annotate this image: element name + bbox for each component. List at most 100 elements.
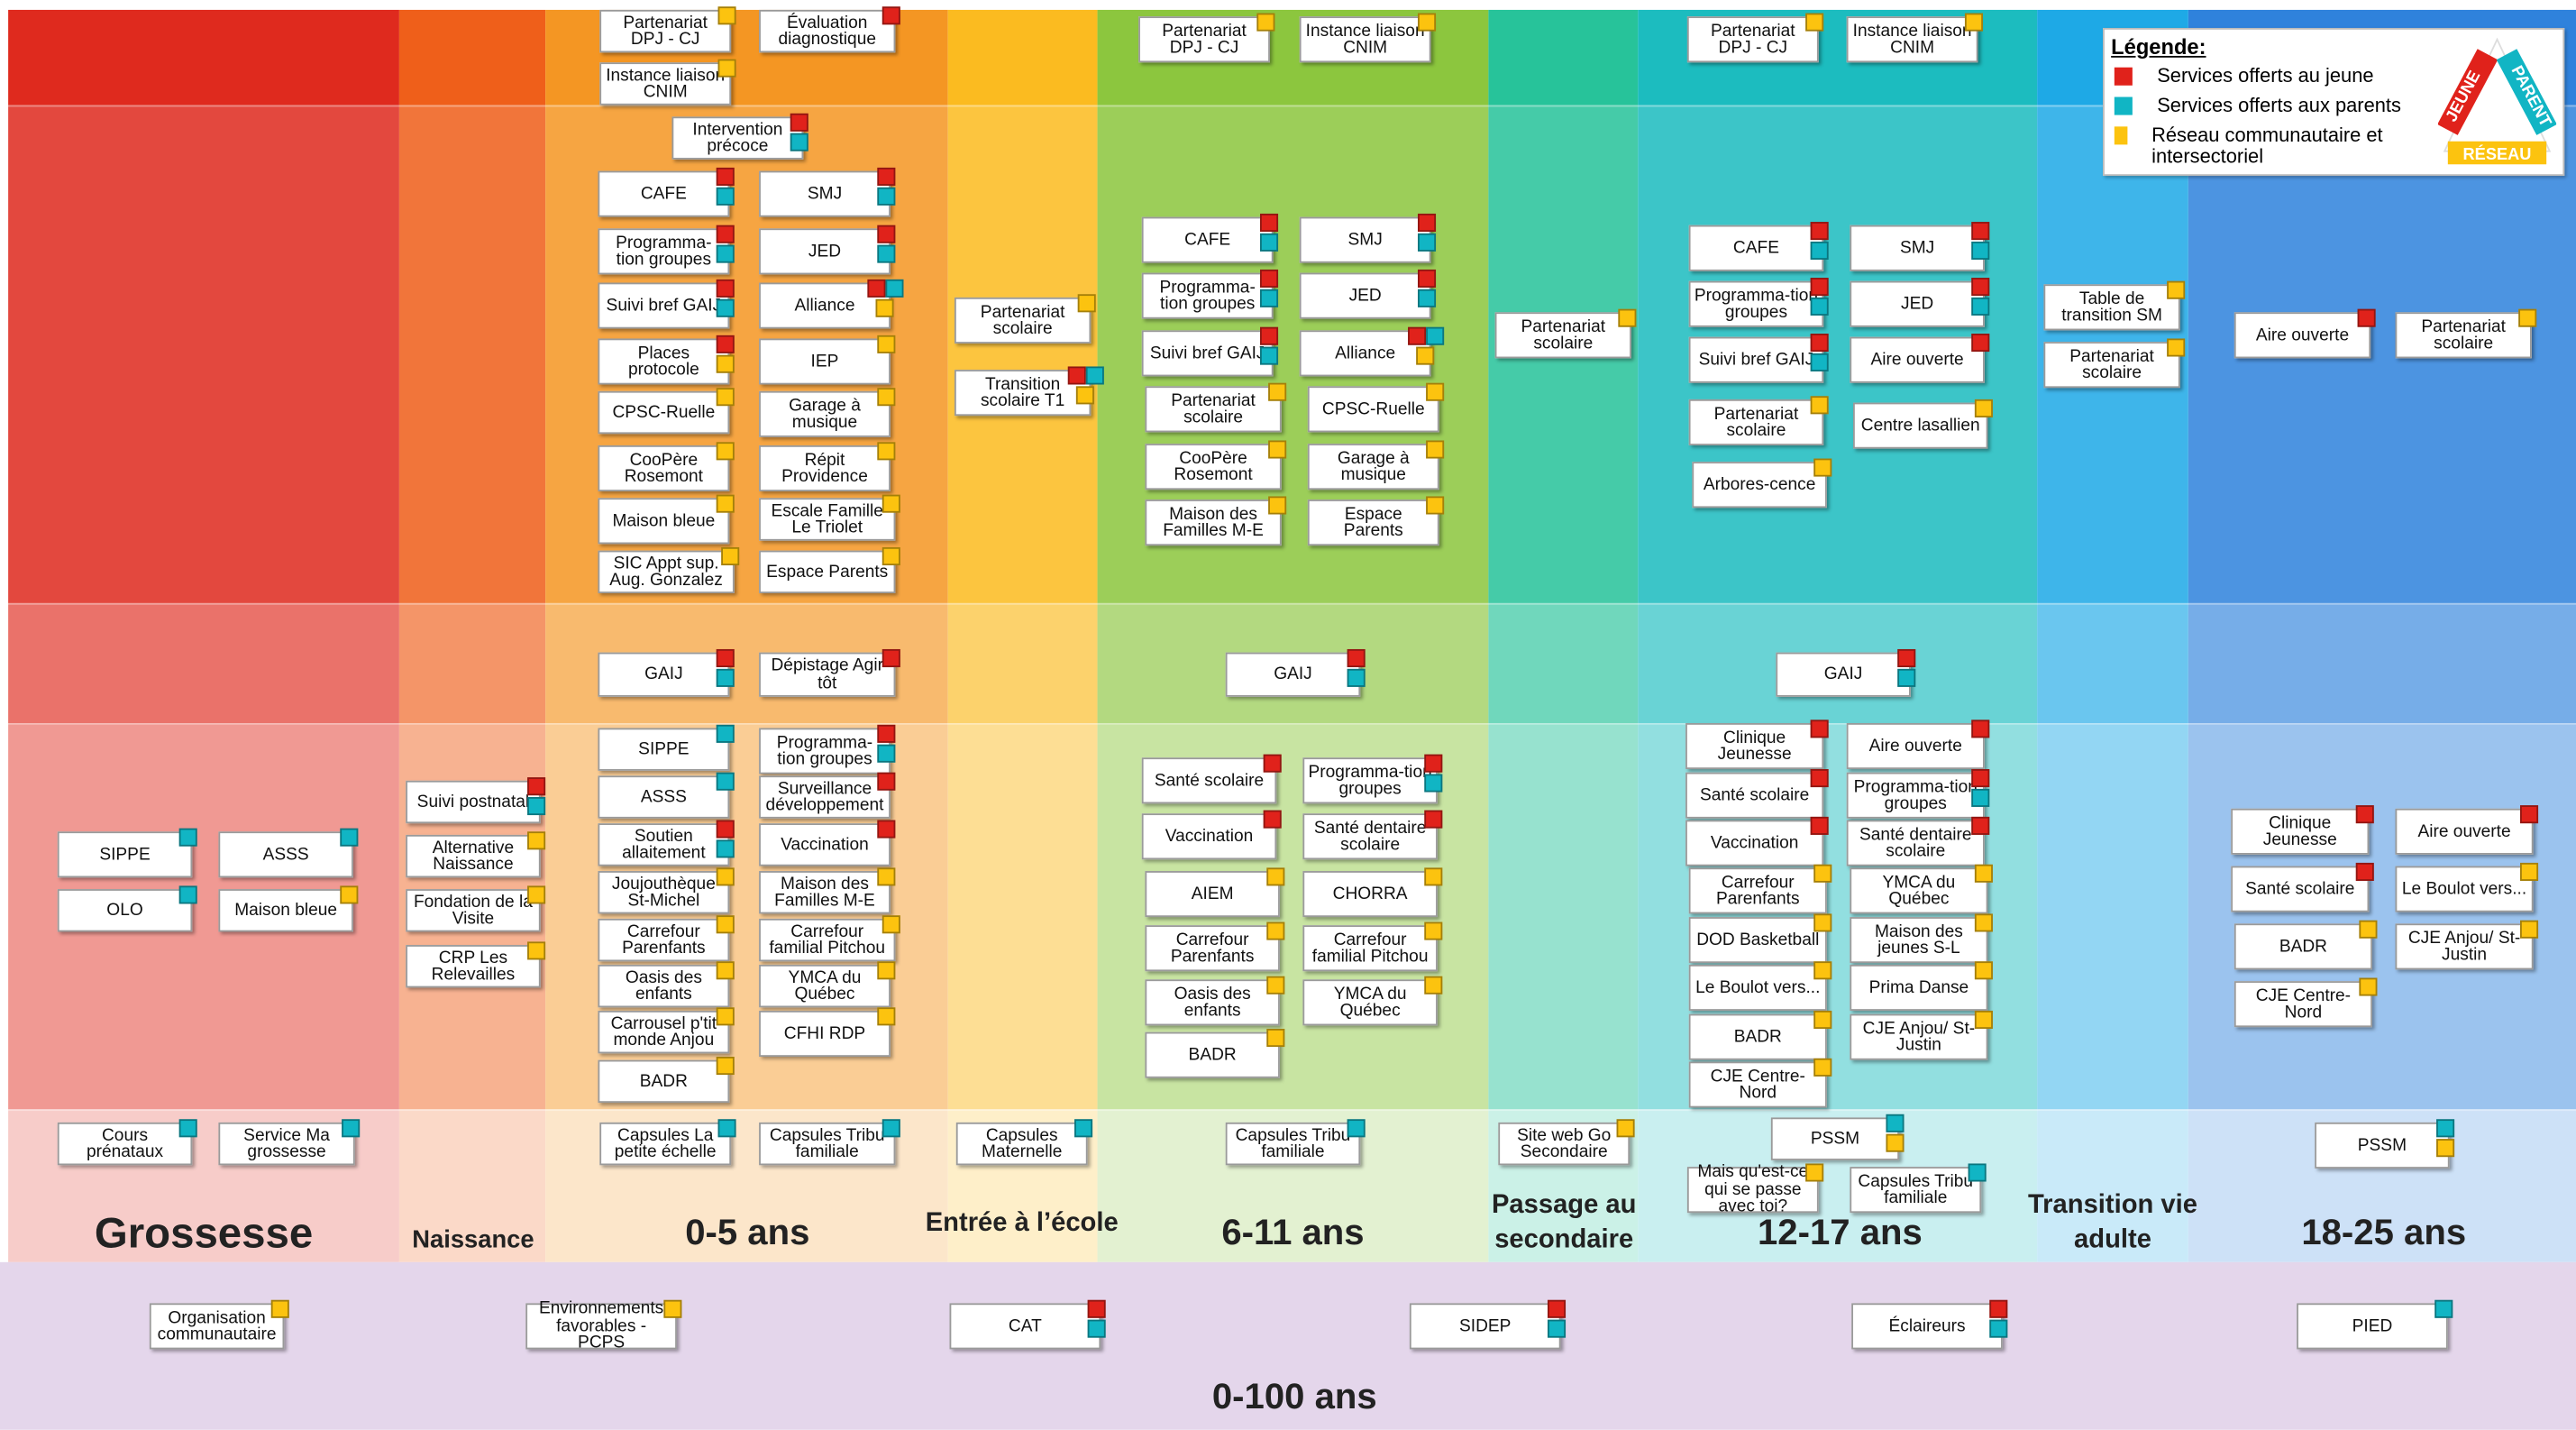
service-box: CAFE — [598, 170, 730, 217]
service-marker — [882, 546, 900, 566]
legend-title: Légende: — [2111, 34, 2206, 60]
service-marker — [1417, 233, 1437, 252]
service-box: Carrefour Parenfants — [1688, 867, 1827, 914]
legend-swatch-teal — [2114, 96, 2133, 115]
service-box: CooPère Rosemont — [1145, 444, 1282, 490]
service-marker — [1424, 921, 1443, 940]
row-divider — [0, 1109, 2576, 1112]
service-box: CPSC-Ruelle — [598, 390, 730, 435]
service-label: BADR — [639, 1070, 688, 1091]
service-box: Site web Go Secondaire — [1498, 1122, 1631, 1166]
column-band — [8, 105, 399, 603]
service-marker — [1813, 913, 1832, 932]
service-box: Partenariat scolaire — [1494, 312, 1631, 359]
service-box: ASSS — [218, 831, 353, 878]
service-label: Maison des Familles M-E — [1163, 503, 1264, 541]
legend: Légende: Services offerts au jeune Servi… — [2103, 27, 2565, 177]
service-box: SMJ — [1299, 216, 1431, 263]
service-label: SIPPE — [638, 738, 690, 759]
service-label: CFHI RDP — [783, 1023, 866, 1043]
service-marker — [882, 6, 900, 25]
column-band — [2037, 722, 2188, 1110]
column-band — [1488, 602, 1639, 723]
service-marker — [1810, 769, 1829, 788]
service-marker — [2359, 920, 2378, 939]
column-band — [947, 105, 1098, 603]
service-box: Partenariat DPJ - CJ — [1138, 16, 1270, 63]
service-label: Éclaireurs — [1888, 1315, 1966, 1336]
service-label: JED — [1348, 285, 1382, 306]
service-label: Partenariat DPJ - CJ — [1162, 20, 1247, 58]
service-marker — [1424, 810, 1443, 829]
column-header: Entrée à l’école — [925, 1208, 1119, 1237]
service-box: Le Boulot vers... — [2395, 866, 2534, 912]
service-label: Mais qu'est-ce qui se passe avec toi? — [1697, 1162, 1809, 1217]
service-label: Suivi postnatal — [416, 792, 530, 811]
service-label: Le Boulot vers... — [1695, 977, 1821, 997]
service-marker — [1268, 382, 1287, 401]
service-marker — [1426, 440, 1445, 459]
service-marker — [1974, 961, 1993, 980]
service-box: Partenariat scolaire — [2395, 312, 2532, 359]
service-marker — [1266, 921, 1285, 940]
service-marker — [2436, 1119, 2455, 1138]
service-box: Service Ma grossesse — [218, 1122, 355, 1166]
service-marker — [877, 167, 896, 186]
legend-label: Réseau communautaire et intersectoriel — [2151, 123, 2383, 168]
service-label: CJE Anjou/ St-Justin — [1862, 1018, 1976, 1056]
service-label: Surveillance développement — [765, 778, 884, 816]
service-box: Carrefour Parenfants — [598, 918, 730, 962]
column-header: Passage au secondaire — [1491, 1191, 1637, 1254]
service-box: Vaccination — [1685, 820, 1824, 866]
legend-item-parents: Services offerts aux parents — [2114, 95, 2401, 117]
service-marker — [1266, 867, 1285, 886]
service-label: Places protocole — [627, 343, 699, 380]
service-marker — [2520, 862, 2539, 881]
service-marker — [1347, 668, 1366, 687]
service-marker — [1260, 326, 1279, 345]
service-label: Clinique Jeunesse — [1717, 727, 1792, 765]
service-marker — [1897, 668, 1916, 687]
service-box: Aire ouverte — [1846, 722, 1985, 770]
service-box: Environnements favorables - PCPS — [525, 1300, 677, 1352]
service-box: Programma-tion groupes — [1141, 272, 1274, 319]
service-label: Programma-tion groupes — [1853, 776, 1978, 814]
service-marker — [716, 668, 735, 687]
service-marker — [716, 298, 735, 317]
service-marker — [716, 1007, 735, 1026]
service-label: Carrefour Parenfants — [622, 921, 706, 958]
service-marker — [1810, 241, 1829, 260]
service-box: Escale Famille Le Triolet — [759, 498, 896, 541]
triangle-bottom-label: RÉSEAU — [2463, 144, 2532, 163]
service-box: Oasis des enfants — [598, 964, 730, 1008]
service-label: Santé dentaire scolaire — [1313, 817, 1427, 855]
service-marker — [717, 1119, 736, 1138]
service-label: Carrefour familial Pitchou — [769, 921, 886, 958]
service-box: Clinique Jeunesse — [1685, 722, 1824, 770]
service-label: GAIJ — [1274, 664, 1312, 684]
service-box: Instance liaison CNIM — [599, 62, 732, 105]
service-label: SMJ — [1347, 229, 1383, 250]
service-box: CJE Centre-Nord — [1688, 1061, 1827, 1108]
service-marker — [877, 1007, 896, 1026]
legend-swatch-red — [2114, 67, 2133, 86]
service-label: Vaccination — [1165, 826, 1254, 847]
service-label: Capsules Tribu familiale — [1235, 1124, 1351, 1162]
service-label: YMCA du Québec — [1882, 871, 1956, 909]
service-marker — [716, 867, 735, 886]
service-label: Carrefour Parenfants — [1170, 929, 1255, 967]
service-marker — [867, 279, 886, 298]
service-marker — [1813, 458, 1832, 477]
service-marker — [1618, 308, 1637, 327]
service-box: Capsules Tribu familiale — [1225, 1122, 1361, 1166]
service-marker — [1810, 278, 1829, 297]
service-label: SMJ — [807, 183, 843, 204]
row-divider — [0, 602, 2576, 605]
service-marker — [1408, 326, 1427, 345]
column-band — [2037, 1109, 2188, 1262]
service-label: Joujouthèque St-Michel — [611, 873, 716, 911]
service-box: SIDEP — [1409, 1303, 1561, 1350]
service-label: Vaccination — [781, 834, 869, 855]
service-box: Aire ouverte — [1850, 336, 1985, 383]
service-label: Partenariat scolaire — [1713, 403, 1799, 441]
